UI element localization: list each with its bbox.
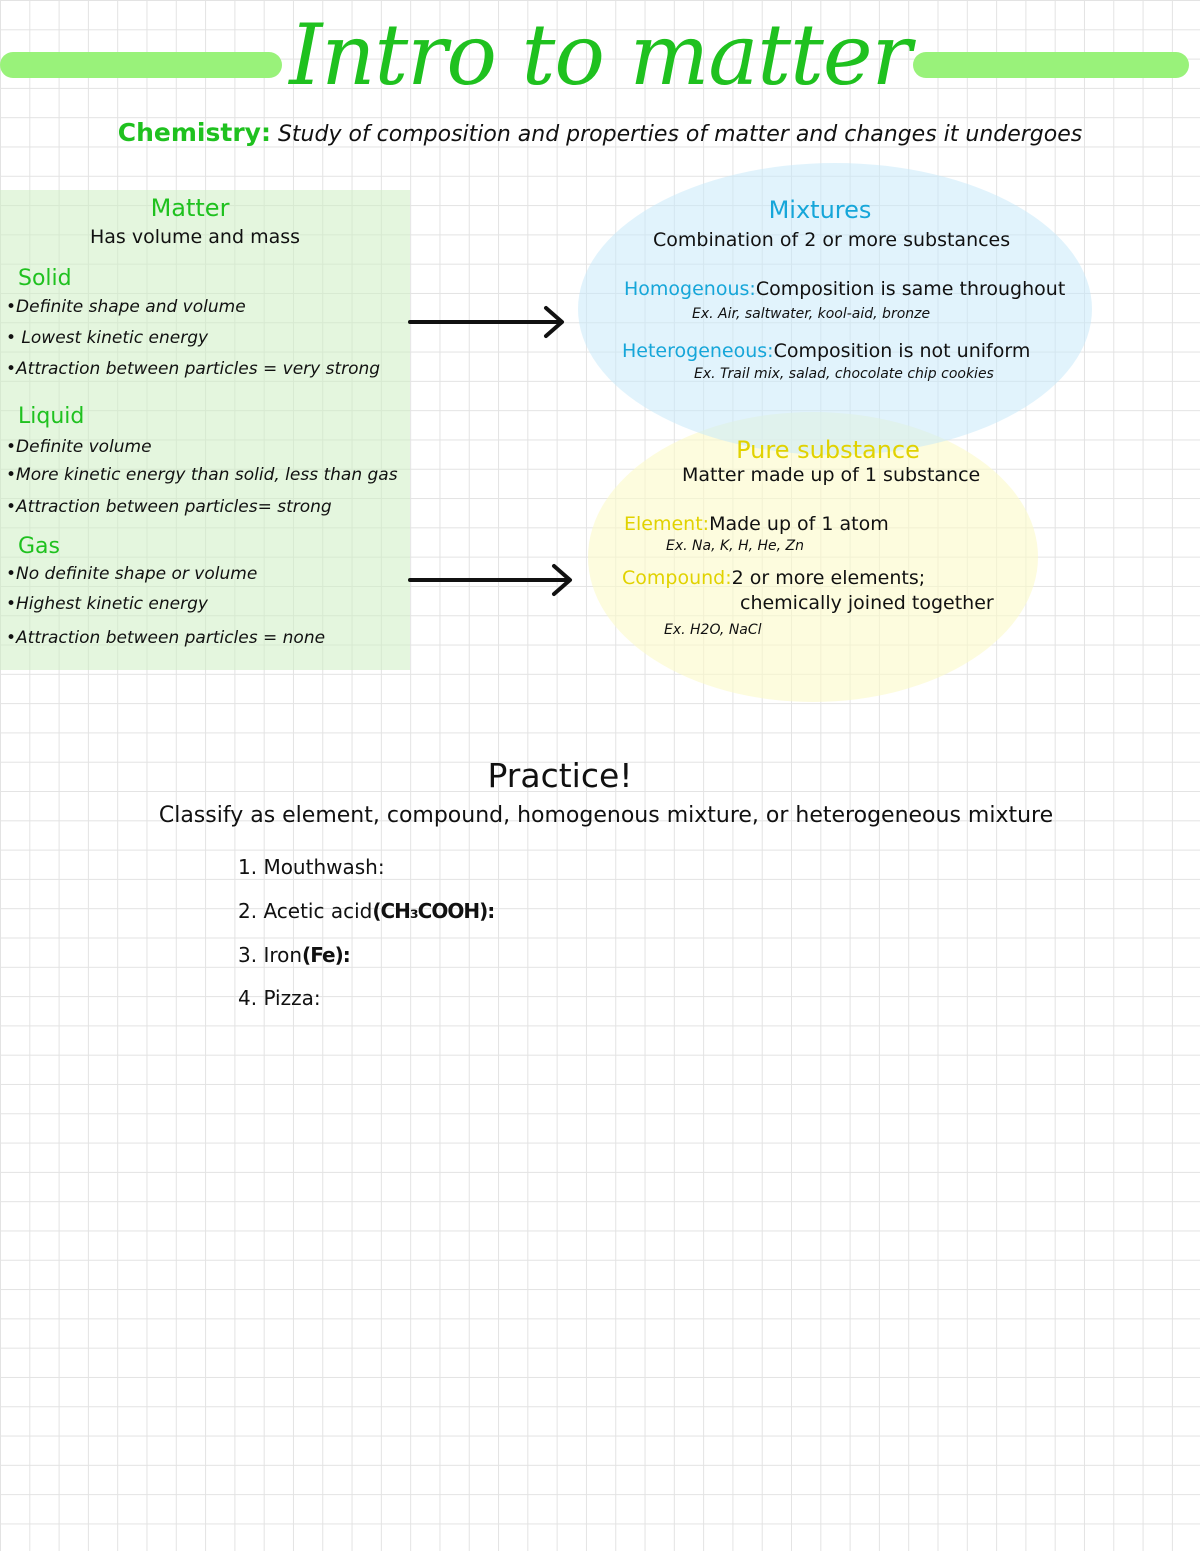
arrow-to-mixtures-icon (408, 306, 564, 338)
mixtures-ellipse (578, 163, 1092, 455)
compound-example: Ex. H2O, NaCl (664, 622, 762, 638)
state-solid: Solid (18, 266, 72, 291)
chemistry-definition: Chemistry: Study of composition and prop… (0, 118, 1200, 147)
practice-question: 2. Acetic acid(CH₃COOH): (238, 899, 495, 923)
element-example: Ex. Na, K, H, He, Zn (666, 538, 804, 554)
liquid-bullet: •Definite volume (6, 437, 152, 457)
page-title: Intro to matter (289, 6, 912, 104)
liquid-bullet: •More kinetic energy than solid, less th… (6, 465, 398, 485)
pure-substance-heading: Pure substance (736, 436, 920, 464)
element-row: Element:Made up of 1 atom (624, 513, 889, 535)
matter-subheading: Has volume and mass (89, 226, 301, 248)
question-label: 4. Pizza: (238, 986, 321, 1010)
definition-text: Study of composition and properties of m… (277, 122, 1083, 147)
compound-text-line2: chemically joined together (740, 592, 994, 614)
homogenous-row: Homogenous:Composition is same throughou… (624, 278, 1065, 300)
heterogeneous-row: Heterogeneous:Composition is not uniform (622, 340, 1030, 362)
question-label: 2. Acetic acid (238, 899, 373, 923)
compound-term: Compound: (622, 567, 732, 589)
homogenous-term: Homogenous: (624, 278, 756, 300)
gas-bullet: •No definite shape or volume (6, 564, 258, 584)
matter-heading: Matter (150, 194, 230, 222)
state-liquid: Liquid (18, 404, 85, 429)
practice-question: 3. Iron(Fe): (238, 943, 351, 967)
practice-title: Practice! (487, 756, 633, 795)
gas-bullet: •Highest kinetic energy (6, 594, 208, 614)
solid-bullet: •Definite shape and volume (6, 297, 246, 317)
compound-row: Compound:2 or more elements; (622, 567, 925, 589)
mixtures-heading: Mixtures (768, 196, 872, 224)
practice-question: 1. Mouthwash: (238, 855, 385, 879)
gas-bullet: •Attraction between particles = none (6, 628, 326, 648)
homogenous-text: Composition is same throughout (755, 278, 1066, 300)
solid-bullet: •Attraction between particles = very str… (6, 359, 381, 379)
mixtures-subheading: Combination of 2 or more substances (653, 229, 1011, 251)
state-gas: Gas (18, 534, 60, 559)
heterogeneous-example: Ex. Trail mix, salad, chocolate chip coo… (694, 366, 994, 382)
practice-question: 4. Pizza: (238, 986, 321, 1010)
pure-substance-ellipse (588, 412, 1038, 702)
homogenous-example: Ex. Air, saltwater, kool-aid, bronze (692, 306, 931, 322)
question-label: 1. Mouthwash: (238, 855, 385, 879)
question-scribble: (Fe): (302, 943, 351, 967)
practice-instructions: Classify as element, compound, homogenou… (158, 803, 1054, 828)
definition-term: Chemistry: (117, 118, 271, 147)
title-bar-left (0, 52, 282, 78)
heterogeneous-text: Composition is not uniform (773, 340, 1031, 362)
title-bar-right (913, 52, 1189, 78)
arrow-to-pure-substance-icon (408, 564, 572, 596)
matter-panel: Matter Has volume and mass Solid •Defini… (0, 190, 410, 670)
element-text: Made up of 1 atom (709, 513, 889, 535)
element-term: Element: (624, 513, 710, 535)
compound-text: 2 or more elements; (731, 567, 926, 589)
question-scribble: (CH₃COOH): (372, 899, 495, 923)
solid-bullet: • Lowest kinetic energy (6, 328, 209, 348)
question-label: 3. Iron (238, 943, 303, 967)
pure-substance-subheading: Matter made up of 1 substance (682, 464, 981, 486)
heterogeneous-term: Heterogeneous: (622, 340, 774, 362)
liquid-bullet: •Attraction between particles= strong (6, 497, 332, 517)
